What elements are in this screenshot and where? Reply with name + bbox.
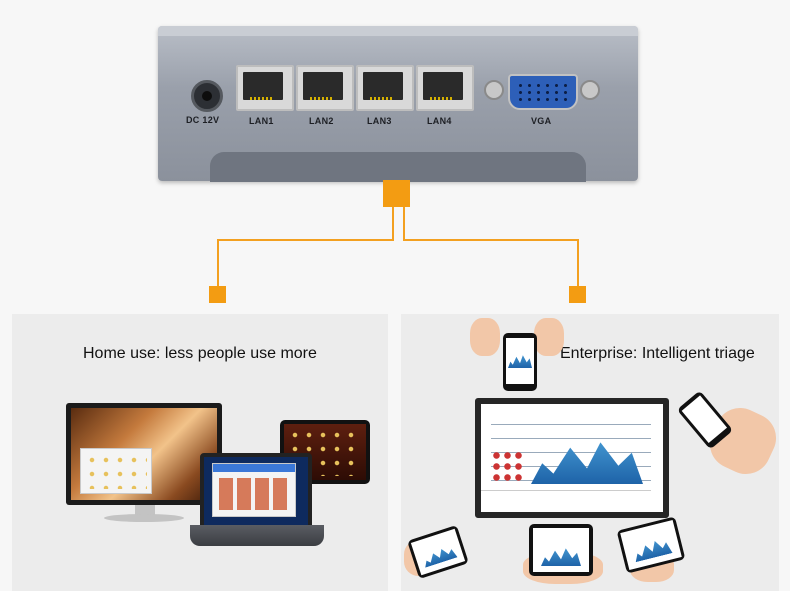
window-titlebar	[213, 464, 295, 472]
connector-line	[392, 207, 394, 240]
app-window	[80, 448, 152, 494]
screw-icon	[580, 80, 600, 100]
lan3-port	[356, 65, 414, 111]
tablet-chart	[631, 534, 673, 563]
connector-line	[403, 239, 579, 241]
vga-port	[482, 72, 600, 110]
app-icons	[85, 453, 147, 489]
device-top-edge	[158, 26, 638, 36]
phone-chart	[508, 355, 532, 368]
lan4-label: LAN4	[427, 116, 452, 126]
lan-contacts	[250, 97, 274, 100]
monitor-base	[104, 514, 184, 522]
lan-contacts	[430, 97, 454, 100]
connector-node-left	[209, 286, 226, 303]
photo-thumbnails	[219, 478, 289, 510]
dc-pin	[202, 91, 212, 101]
home-use-caption: Home use: less people use more	[83, 345, 317, 362]
lan2-port	[296, 65, 354, 111]
laptop-keyboard-base	[190, 525, 324, 546]
lan3-label: LAN3	[367, 116, 392, 126]
lan-socket	[423, 72, 463, 100]
chart-mountain-graphic	[531, 442, 643, 484]
smartphone-top	[503, 333, 537, 391]
connector-hub-square	[383, 180, 410, 207]
hand-left	[470, 318, 500, 356]
vga-label: VGA	[531, 116, 552, 126]
laptop-screen	[200, 453, 312, 529]
toolbar	[481, 490, 651, 501]
dc-power-jack	[191, 80, 223, 112]
device-foot	[210, 152, 586, 182]
screw-icon	[484, 80, 504, 100]
connector-line	[217, 239, 394, 241]
monitor-neck	[135, 505, 155, 515]
dc-label: DC 12V	[186, 115, 220, 125]
tablet-screen	[533, 528, 589, 572]
connector-node-right	[569, 286, 586, 303]
lan-socket	[303, 72, 343, 100]
connector-line	[403, 207, 405, 240]
tablet-bottom-center	[529, 524, 593, 576]
lan4-port	[416, 65, 474, 111]
color-palette	[491, 450, 525, 484]
vga-connector	[508, 74, 578, 110]
lan1-label: LAN1	[249, 116, 274, 126]
lan-socket	[363, 72, 403, 100]
enterprise-caption: Enterprise: Intelligent triage	[560, 345, 755, 362]
tablet-chart	[420, 542, 457, 568]
lan1-port	[236, 65, 294, 111]
vga-pins	[516, 82, 570, 102]
connector-line	[217, 239, 219, 287]
chart-gridlines	[491, 424, 651, 425]
interactive-whiteboard	[475, 398, 669, 518]
lan-contacts	[310, 97, 334, 100]
phone-screen	[506, 338, 534, 384]
desktop-monitor	[66, 403, 222, 505]
tablet-chart	[541, 548, 581, 566]
lan-socket	[243, 72, 283, 100]
lan-contacts	[370, 97, 394, 100]
connector-line	[577, 239, 579, 287]
lan2-label: LAN2	[309, 116, 334, 126]
hand-right	[534, 318, 564, 356]
laptop-app-window	[212, 463, 296, 517]
